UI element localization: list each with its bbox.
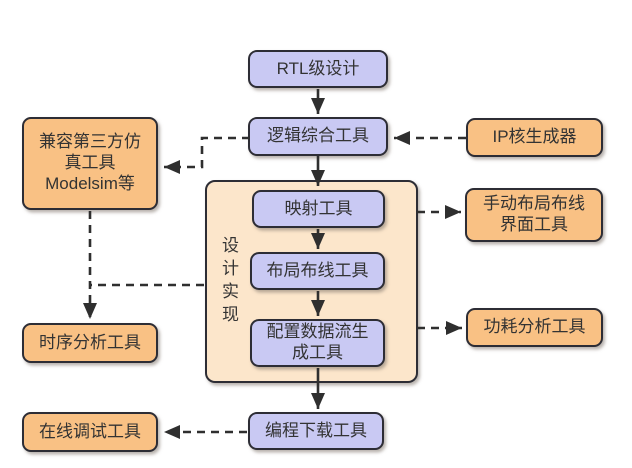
node-bitstream-tool: 配置数据流生 成工具	[250, 319, 385, 367]
node-ip-core-generator: IP核生成器	[466, 118, 603, 157]
node-manual-pr-tool-line1: 手动布局布线	[483, 194, 585, 214]
node-mapping-tool-label: 映射工具	[284, 198, 353, 218]
node-online-debug-tool: 在线调试工具	[22, 412, 158, 452]
node-program-download-tool: 编程下载工具	[248, 412, 384, 450]
node-manual-pr-tool: 手动布局布线 界面工具	[465, 188, 603, 242]
node-manual-pr-tool-line2: 界面工具	[500, 215, 568, 234]
node-ip-core-generator-label: IP核生成器	[492, 127, 577, 147]
node-rtl-design-label: RTL级设计	[276, 58, 360, 78]
edge-logic-to-thirdpartysim	[164, 136, 250, 174]
node-timing-analysis-tool-label: 时序分析工具	[39, 332, 141, 352]
node-online-debug-tool-label: 在线调试工具	[39, 421, 141, 441]
node-power-analysis-tool: 功耗分析工具	[466, 308, 603, 347]
node-bitstream-tool-line1: 配置数据流生	[266, 322, 369, 342]
node-timing-analysis-tool: 时序分析工具	[22, 323, 158, 363]
node-bitstream-tool-line2: 成工具	[292, 343, 343, 362]
node-third-party-sim-line3: Modelsim等	[45, 173, 135, 193]
node-rtl-design: RTL级设计	[248, 50, 388, 88]
node-mapping-tool: 映射工具	[252, 190, 385, 228]
node-place-route-tool-label: 布局布线工具	[266, 260, 369, 280]
node-power-analysis-tool-label: 功耗分析工具	[483, 317, 586, 337]
node-third-party-sim-line1: 兼容第三方仿	[39, 132, 141, 152]
design-implementation-label: 设计实现	[219, 235, 238, 328]
node-third-party-sim: 兼容第三方仿 真工具 Modelsim等	[22, 117, 158, 210]
node-logic-synthesis: 逻辑综合工具	[248, 117, 388, 156]
node-program-download-tool-label: 编程下载工具	[265, 420, 367, 440]
node-third-party-sim-line2: 真工具	[64, 153, 116, 173]
node-place-route-tool: 布局布线工具	[250, 252, 385, 290]
node-logic-synthesis-label: 逻辑综合工具	[267, 126, 369, 146]
